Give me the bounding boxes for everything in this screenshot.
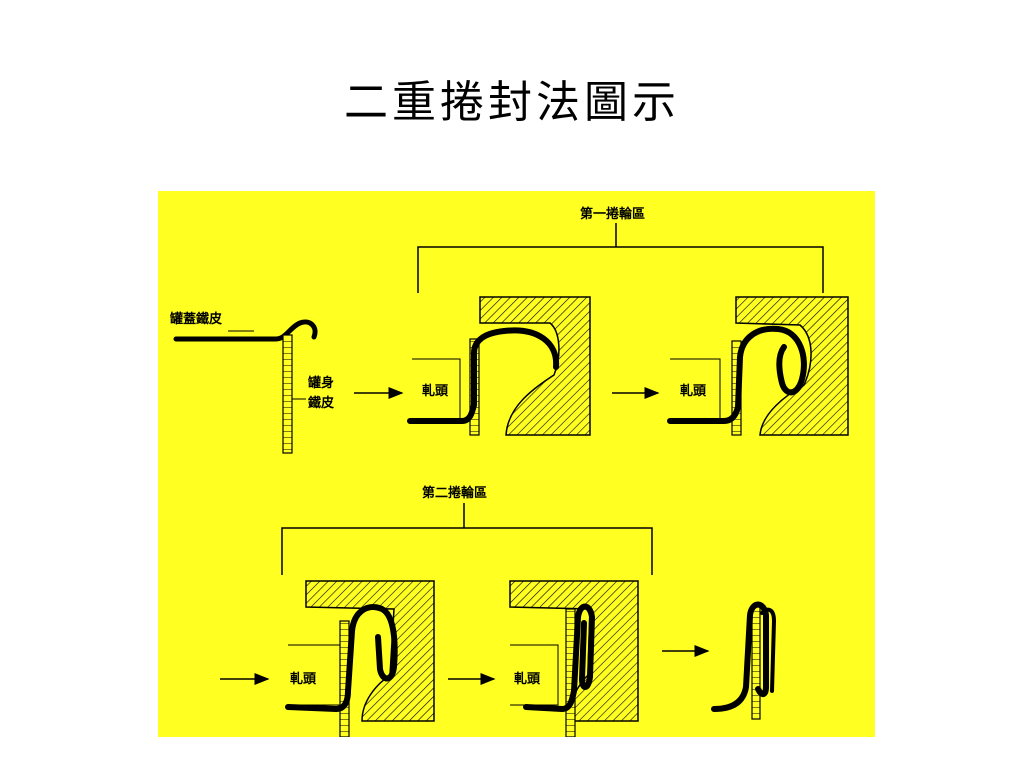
page-title: 二重捲封法圖示	[344, 77, 680, 128]
roller-head-label-3: 軋頭	[290, 671, 317, 687]
first-roll-step-1: 軋頭	[407, 296, 591, 436]
lid-sheet-label: 罐蓋鐵皮	[169, 311, 222, 327]
roller-first-2	[735, 296, 849, 436]
initial-state: 罐蓋鐵皮 罐身 鐵皮	[169, 311, 404, 454]
second-roll-zone-bracket: 第二捲輪區	[281, 485, 653, 575]
first-roll-step-2: 軋頭	[667, 296, 849, 436]
body-sheet-label-1: 罐身	[307, 375, 334, 391]
roller-head-label-2: 軋頭	[680, 383, 707, 399]
lid-sheet	[173, 319, 318, 342]
roller-head-label-4: 軋頭	[514, 671, 541, 687]
body-sheet	[282, 334, 293, 454]
roller-head-label-1: 軋頭	[422, 383, 449, 399]
roller-first-1	[479, 296, 591, 436]
body-sheet-label-2: 鐵皮	[308, 395, 334, 411]
first-roll-zone-bracket: 第一捲輪區	[417, 206, 824, 293]
final-seam	[711, 601, 777, 720]
second-roll-zone-label: 第二捲輪區	[422, 485, 487, 501]
first-roll-zone-label: 第一捲輪區	[580, 206, 645, 222]
roller-second-1	[305, 580, 435, 722]
double-seam-diagram: 第一捲輪區 罐蓋鐵皮 罐身 鐵皮 軋頭 軋頭 第二捲輪區	[158, 191, 875, 737]
body-sheet-6	[751, 606, 761, 720]
second-roll-step-2: 軋頭	[509, 580, 639, 737]
second-roll-step-1: 軋頭	[285, 580, 435, 737]
